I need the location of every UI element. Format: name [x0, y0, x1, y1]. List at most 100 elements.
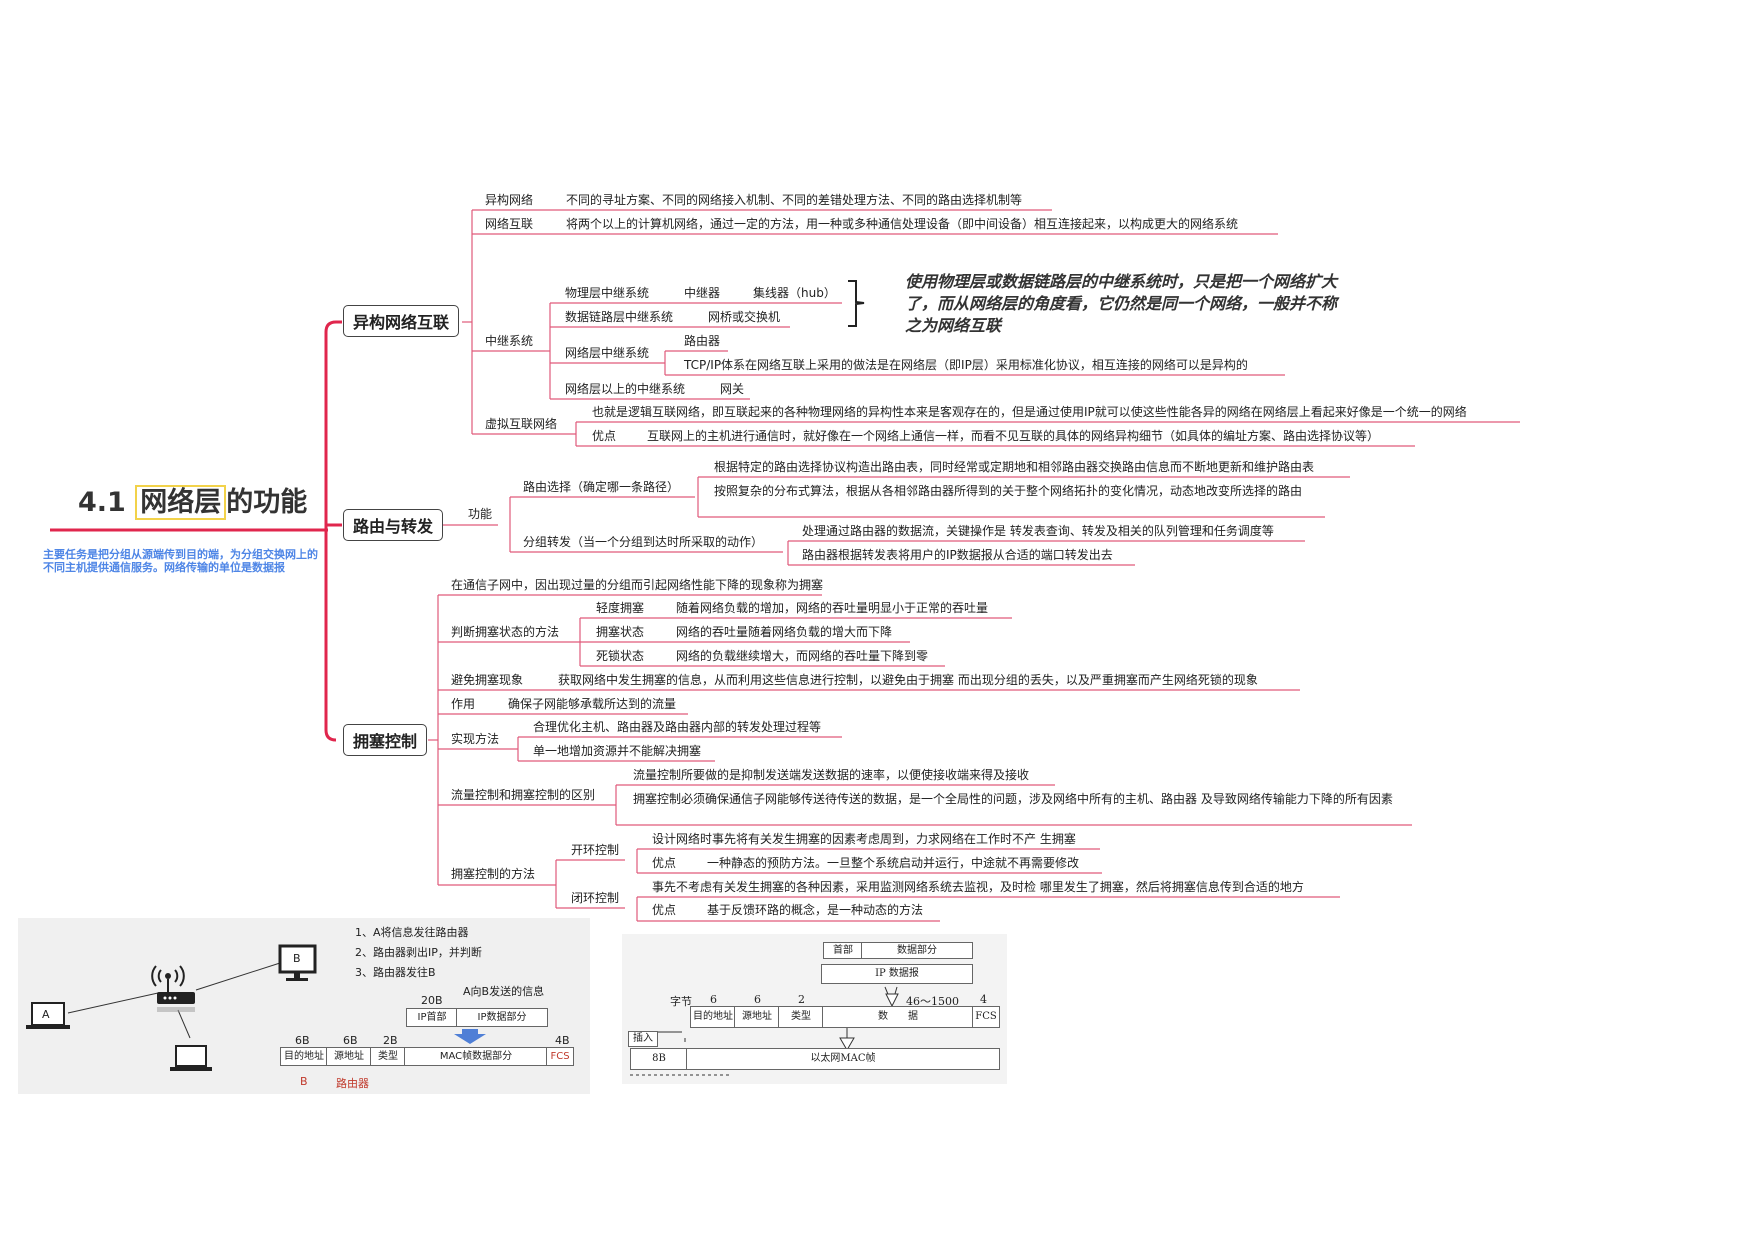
caption: A向B发送的信息: [463, 985, 545, 998]
ethernet-frame-diagram: 首部 数据部分 IP 数据报 字节 6 6 2 46～1500 4 目的地址 源…: [622, 934, 1007, 1084]
routing-illustration: A B 1、A将信息发往路由器 2、路由器剥出IP，并判断 3、路由器发往B A…: [18, 918, 590, 1094]
node-above-net-relay: 网络层以上的中继系统: [565, 382, 686, 396]
field-type: 类型: [778, 1006, 824, 1028]
node-repeater: 中继器: [684, 286, 721, 300]
bottom-router-label: 路由器: [336, 1077, 369, 1090]
node-gateway: 网关: [720, 382, 745, 396]
relay-note: 使用物理层或数据链路层的中继系统时，只是把一个网络扩大了，而从网络层的角度看，它…: [905, 272, 1338, 335]
node-judge-item-1-value: 随着网络负载的增加，网络的吞吐量明显小于正常的吞吐量: [676, 601, 989, 615]
node-open-loop: 开环控制: [571, 843, 620, 857]
page-title: 4.1 网络层的功能: [78, 480, 308, 520]
page-subtitle: 主要任务是把分组从源端传到目的端，为分组交换网上的不同主机提供通信服务。网络传输…: [43, 548, 318, 574]
node-packet-forwarding: 分组转发（当一个分组到达时所采取的动作）: [523, 535, 764, 549]
size-6b-1: 6B: [295, 1034, 310, 1047]
node-virtual-adv-key: 优点: [592, 429, 617, 443]
node-yigou-value: 不同的寻址方案、不同的网络接入机制、不同的差错处理方法、不同的路由选择机制等: [566, 193, 1023, 207]
node-methods: 拥塞控制的方法: [451, 867, 536, 881]
node-yigou-key: 异构网络: [485, 193, 534, 207]
node-dl-relay: 数据链路层中继系统: [565, 310, 674, 324]
network-topology-drawing: [26, 944, 486, 1071]
node-phy-relay: 物理层中继系统: [565, 286, 650, 300]
node-diff: 流量控制和拥塞控制的区别: [451, 788, 596, 802]
size-data: 46～1500: [906, 995, 959, 1008]
title-highlight: 网络层: [135, 485, 227, 520]
node-judge-item-2-value: 网络的吞吐量随着网络负载的增大而下降: [676, 625, 893, 639]
node-route-b: 按照复杂的分布式算法，根据从各相邻路由器所得到的关于整个网络拓扑的变化情况，动态…: [714, 484, 1303, 498]
node-diff-a: 流量控制所要做的是抑制发送端发送数据的速率，以便使接收端来得及接收: [633, 768, 1030, 782]
node-bridge: 网桥或交换机: [708, 310, 781, 324]
node-virtual-desc: 也就是逻辑互联网络，即互联起来的各种物理网络的异构性本来是客观存在的，但是通过使…: [592, 405, 1467, 419]
node-hub: 集线器（hub）: [753, 286, 836, 300]
branch-congestion-control: 拥塞控制: [343, 724, 428, 756]
field-type: 类型: [370, 1047, 406, 1066]
step-1: 1、A将信息发往路由器: [355, 926, 469, 939]
node-avoid-value: 获取网络中发生拥塞的信息，从而利用这些信息进行控制，以避免由于拥塞 而出现分组的…: [558, 673, 1258, 687]
node-open-loop-adv-key: 优点: [652, 856, 677, 870]
node-judge: 判断拥塞状态的方法: [451, 625, 560, 639]
node-avoid-key: 避免拥塞现象: [451, 673, 524, 687]
host-a-label: A: [42, 1008, 50, 1021]
frame-drawing: [630, 986, 899, 1076]
node-open-loop-a: 设计网络时事先将有关发生拥塞的因素考虑周到，力求网络在工作时不产 生拥塞: [652, 832, 1076, 846]
field-src-addr: 源地址: [734, 1006, 780, 1028]
ip-header-box: IP首部: [406, 1008, 458, 1027]
ip-data-box: 数据部分: [861, 942, 973, 959]
node-diff-b: 拥塞控制必须确保通信子网能够传送待传送的数据，是一个全局性的问题，涉及网络中所有…: [633, 792, 1393, 806]
node-closed-loop-adv-key: 优点: [652, 903, 677, 917]
node-closed-loop: 闭环控制: [571, 891, 620, 905]
branch-heterogeneous-networks: 异构网络互联: [343, 305, 460, 337]
byte-label: 字节: [670, 995, 692, 1008]
node-forward-a: 处理通过路由器的数据流，关键操作是 转发表查询、转发及相关的队列管理和任务调度等: [802, 524, 1274, 538]
node-relay-system: 中继系统: [485, 334, 534, 348]
node-role-key: 作用: [451, 697, 476, 711]
preamble-8b: 8B: [630, 1048, 688, 1070]
insert-label: 插入: [628, 1031, 658, 1047]
node-closed-loop-adv: 基于反馈环路的概念，是一种动态的方法: [707, 903, 924, 917]
step-2: 2、路由器剥出IP，并判断: [355, 946, 482, 959]
size-4b: 4B: [555, 1034, 570, 1047]
node-net-relay: 网络层中继系统: [565, 346, 650, 360]
node-virtual-network: 虚拟互联网络: [485, 417, 558, 431]
field-fcs: FCS: [546, 1047, 574, 1066]
node-tcpip-approach: TCP/IP体系在网络互联上采用的做法是在网络层（即IP层）采用标准化协议，相互…: [684, 358, 1248, 372]
node-judge-item-3-value: 网络的负载继续增大，而网络的吞吐量下降到零: [676, 649, 929, 663]
size-type: 2: [798, 993, 805, 1006]
node-hulian-key: 网络互联: [485, 217, 534, 231]
node-router: 路由器: [684, 334, 721, 348]
node-open-loop-adv: 一种静态的预防方法。一旦整个系统启动并运行，中途就不再需要修改: [707, 856, 1080, 870]
ip-data-box: IP数据部分: [456, 1008, 548, 1027]
laptop-bottom-icon: [175, 1045, 207, 1067]
node-closed-loop-a: 事先不考虑有关发生拥塞的各种因素，采用监测网络系统去监视，及时检 哪里发生了拥塞…: [652, 880, 1304, 894]
title-suffix: 的功能: [226, 487, 308, 518]
ip-header-box: 首部: [823, 942, 863, 959]
node-impl: 实现方法: [451, 732, 500, 746]
size-dest: 6: [710, 993, 717, 1006]
field-data: 数 据: [822, 1006, 974, 1028]
node-judge-item-2-key: 拥塞状态: [596, 625, 645, 639]
field-src-addr: 源地址: [326, 1047, 372, 1066]
field-dest-addr: 目的地址: [280, 1047, 328, 1066]
size-20b: 20B: [421, 994, 443, 1007]
host-b-label: B: [293, 952, 301, 965]
field-fcs: FCS: [972, 1006, 1000, 1028]
node-hulian-value: 将两个以上的计算机网络，通过一定的方法，用一种或多种通信处理设备（即中间设备）相…: [566, 217, 1239, 231]
node-forward-b: 路由器根据转发表将用户的IP数据报从合适的端口转发出去: [802, 548, 1113, 562]
step-3: 3、路由器发往B: [355, 966, 436, 979]
ip-datagram-box: IP 数据报: [821, 964, 973, 984]
size-6b-2: 6B: [343, 1034, 358, 1047]
bottom-b-label: B: [300, 1075, 308, 1088]
size-2b: 2B: [383, 1034, 398, 1047]
down-arrow-icon: [454, 1029, 486, 1044]
node-virtual-adv: 互联网上的主机进行通信时，就好像在一个网络上通信一样，而看不见互联的具体的网络异…: [647, 429, 1380, 443]
field-mac-data: MAC帧数据部分: [404, 1047, 548, 1066]
title-prefix: 4.1: [78, 487, 136, 518]
node-congestion-def: 在通信子网中，因出现过量的分组而引起网络性能下降的现象称为拥塞: [451, 578, 824, 592]
monitor-b-icon: [278, 944, 317, 974]
node-route-selection: 路由选择（确定哪一条路径）: [523, 480, 680, 494]
node-route-a: 根据特定的路由选择协议构造出路由表，同时经常或定期地和相邻路由器交换路由信息而不…: [714, 460, 1315, 474]
field-dest-addr: 目的地址: [690, 1006, 736, 1028]
node-impl-a: 合理优化主机、路由器及路由器内部的转发处理过程等: [533, 720, 822, 734]
node-judge-item-3-key: 死锁状态: [596, 649, 645, 663]
node-judge-item-1-key: 轻度拥塞: [596, 601, 645, 615]
node-impl-b: 单一地增加资源并不能解决拥塞: [533, 744, 702, 758]
